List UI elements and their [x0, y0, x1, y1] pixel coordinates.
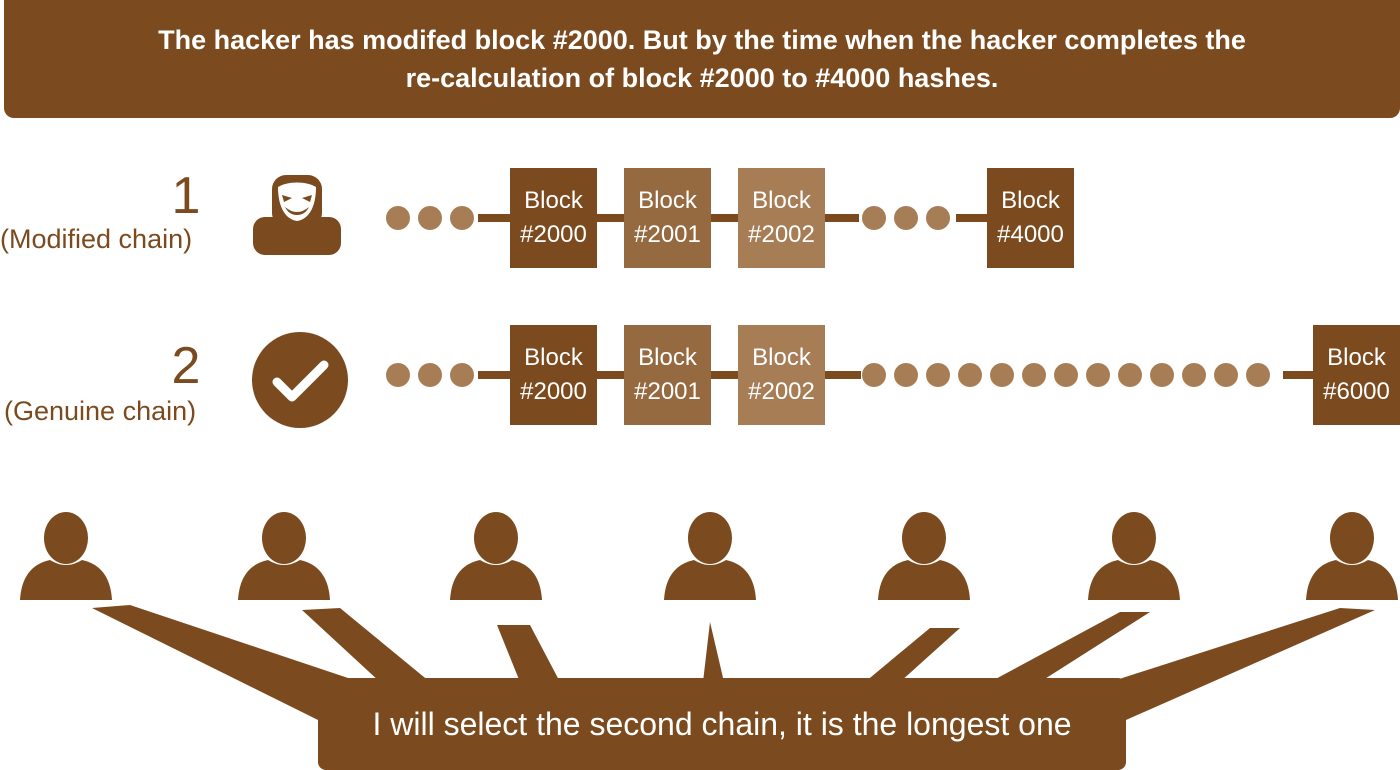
chain2-dot: [1246, 363, 1270, 387]
user-icon: [878, 512, 970, 600]
chain1-link: [825, 214, 859, 222]
chain2-dot: [1214, 363, 1238, 387]
chain2-link: [1283, 371, 1314, 379]
block-label: Block: [638, 344, 697, 371]
chain2-dot: [386, 363, 410, 387]
block-number: #2000: [520, 378, 587, 405]
chain2-block-2000: Block #2000: [510, 325, 597, 425]
chain2-number: 2: [171, 337, 201, 395]
chain1-dot: [862, 206, 886, 230]
chain2-dot: [1118, 363, 1142, 387]
chain2-dot: [862, 363, 886, 387]
chain2-block-2001: Block #2001: [624, 325, 711, 425]
chain2-dot: [1022, 363, 1046, 387]
block-number: #4000: [997, 221, 1064, 248]
chain2-dot: [1054, 363, 1078, 387]
chain2-block-6000: Block #6000: [1313, 325, 1400, 425]
block-label: Block: [524, 187, 583, 214]
block-number: #2001: [634, 221, 701, 248]
header-banner: The hacker has modifed block #2000. But …: [4, 0, 1400, 118]
chain1-dot: [450, 206, 474, 230]
banner-line-2: re-calculation of block #2000 to #4000 h…: [405, 63, 999, 93]
chain2-label: (Genuine chain): [4, 396, 197, 426]
chain2-dot: [990, 363, 1014, 387]
chain2-block-2002: Block #2002: [738, 325, 825, 425]
user-icon: [450, 512, 542, 600]
chain2-dot: [450, 363, 474, 387]
hacker-mask-icon: [253, 175, 341, 255]
banner-line-1: The hacker has modifed block #2000. But …: [158, 25, 1246, 55]
chain1-link: [597, 214, 625, 222]
chain2-dot: [418, 363, 442, 387]
chain1-block-2000: Block #2000: [510, 168, 597, 268]
chain1-dot: [418, 206, 442, 230]
chain1-link: [711, 214, 739, 222]
chain1-dot: [894, 206, 918, 230]
chain2-link: [825, 371, 861, 379]
check-circle-icon: [252, 332, 348, 428]
chain2-link: [711, 371, 739, 379]
block-number: #2002: [748, 221, 815, 248]
chain2-dot: [1150, 363, 1174, 387]
block-number: #2000: [520, 221, 587, 248]
block-number: #6000: [1323, 378, 1390, 405]
chain1-link: [478, 214, 511, 222]
chain1-block-2002: Block #2002: [738, 168, 825, 268]
block-label: Block: [1001, 187, 1060, 214]
chain2-dot: [958, 363, 982, 387]
user-icon: [1088, 512, 1180, 600]
chain2-link: [478, 371, 511, 379]
chain1-block-4000: Block #4000: [987, 168, 1074, 268]
chain1-label: (Modified chain): [0, 224, 193, 254]
user-icon: [1306, 512, 1398, 600]
speech-bubble: I will select the second chain, it is th…: [318, 678, 1126, 770]
chain1-link: [956, 214, 988, 222]
chain1-dot: [926, 206, 950, 230]
chain1-block-2001: Block #2001: [624, 168, 711, 268]
chain2-dot: [926, 363, 950, 387]
chain2-dot: [894, 363, 918, 387]
chain2-link: [597, 371, 625, 379]
block-label: Block: [752, 187, 811, 214]
chain1-dot: [386, 206, 410, 230]
speech-text: I will select the second chain, it is th…: [372, 705, 1072, 742]
block-label: Block: [752, 344, 811, 371]
chain1-number: 1: [171, 167, 201, 225]
chain2-dot: [1086, 363, 1110, 387]
block-label: Block: [524, 344, 583, 371]
user-icon: [664, 512, 756, 600]
block-label: Block: [638, 187, 697, 214]
block-label: Block: [1327, 344, 1386, 371]
chain2-dot: [1182, 363, 1206, 387]
block-number: #2002: [748, 378, 815, 405]
block-number: #2001: [634, 378, 701, 405]
user-icon: [20, 512, 112, 600]
user-icon: [238, 512, 330, 600]
